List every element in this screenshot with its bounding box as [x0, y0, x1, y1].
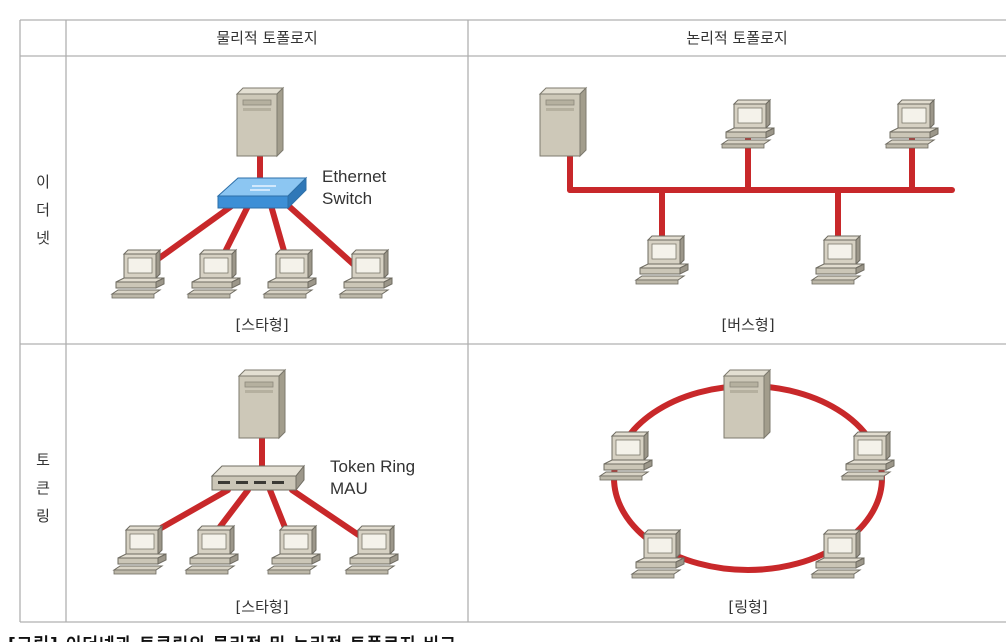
workstation-icon: [635, 235, 689, 285]
workstation-icon: [111, 249, 165, 299]
mau-icon: [210, 464, 306, 492]
token-ring-mau-label: Token Ring MAU: [330, 456, 415, 500]
row-label-char: 토: [36, 451, 50, 469]
cable: [567, 135, 955, 243]
row-label-char: 이: [36, 173, 50, 191]
caption-tokenring-physical: [스타형]: [235, 598, 289, 616]
workstation-icon: [631, 529, 685, 579]
row-label-tokenring: 토 큰 링: [20, 446, 66, 530]
tokenring-star-diagram: [113, 369, 399, 575]
workstation-icon: [263, 249, 317, 299]
device-label-line: MAU: [330, 479, 368, 498]
row-label-char: 넷: [36, 229, 50, 247]
row-label-char: 더: [36, 201, 50, 219]
figure-caption-strip: [그림] 이더넷과 토큰링의 물리적 및 논리적 토폴로지 비교: [0, 624, 1006, 642]
table-grid: [19, 19, 1006, 623]
caption-ethernet-physical: [스타형]: [235, 316, 289, 334]
column-header-logical: 논리적 토폴로지: [686, 29, 788, 47]
ethernet-switch-label: Ethernet Switch: [322, 166, 386, 210]
row-label-char: 링: [36, 507, 50, 525]
workstation-icon: [185, 525, 239, 575]
ethernet-star-diagram: [111, 87, 393, 299]
device-label-line: Token Ring: [330, 457, 416, 476]
workstation-icon: [841, 431, 895, 481]
column-header-physical: 물리적 토폴로지: [216, 29, 318, 47]
ethernet-bus-diagram: [539, 87, 955, 285]
row-label-ethernet: 이 더 넷: [20, 168, 66, 252]
server-icon: [236, 87, 284, 157]
caption-tokenring-logical: [링형]: [728, 598, 768, 616]
workstation-icon: [599, 431, 653, 481]
server-icon: [539, 87, 587, 157]
caption-ethernet-logical: [버스형]: [721, 316, 775, 334]
figure-caption: [그림] 이더넷과 토큰링의 물리적 및 논리적 토폴로지 비교: [8, 630, 457, 642]
workstation-icon: [267, 525, 321, 575]
device-label-line: Switch: [322, 189, 373, 208]
workstation-icon: [113, 525, 167, 575]
server-icon: [723, 369, 771, 439]
workstation-icon: [721, 99, 775, 149]
ethernet-switch-icon: [216, 176, 308, 210]
workstation-icon: [187, 249, 241, 299]
tokenring-ring-diagram: [599, 369, 895, 579]
server-icon: [238, 369, 286, 439]
device-label-line: Ethernet: [322, 167, 387, 186]
row-label-char: 큰: [36, 479, 50, 497]
workstation-icon: [811, 235, 865, 285]
workstation-icon: [885, 99, 939, 149]
